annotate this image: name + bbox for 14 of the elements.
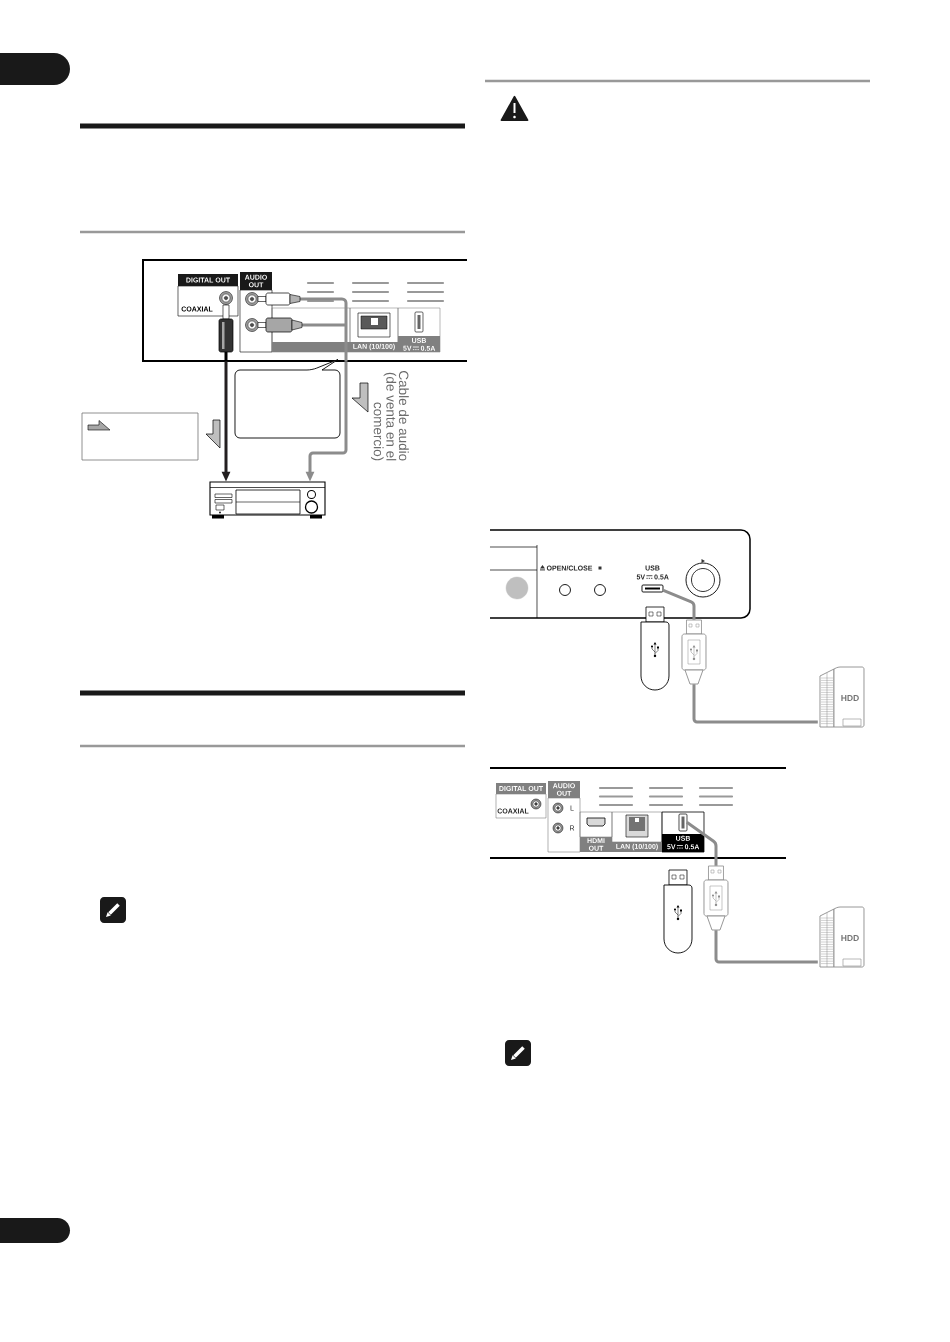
player-rear-panel-drawing <box>489 767 787 859</box>
player-rear-panel-drawing <box>142 259 468 362</box>
cable <box>692 684 818 724</box>
hard-drive: HDD <box>819 906 865 968</box>
player-front-panel-drawing <box>489 529 751 619</box>
cable <box>714 930 818 964</box>
usb-plug-drawing <box>681 619 707 685</box>
av-receiver-drawing <box>209 481 326 519</box>
cable <box>685 821 718 866</box>
hard-drive: HDD <box>819 666 865 728</box>
usb-plug-drawing <box>703 865 729 931</box>
note-box <box>81 412 199 461</box>
callout-box <box>234 359 341 439</box>
edge-label: Cable de audio (de venta en el comercio) <box>371 371 409 461</box>
